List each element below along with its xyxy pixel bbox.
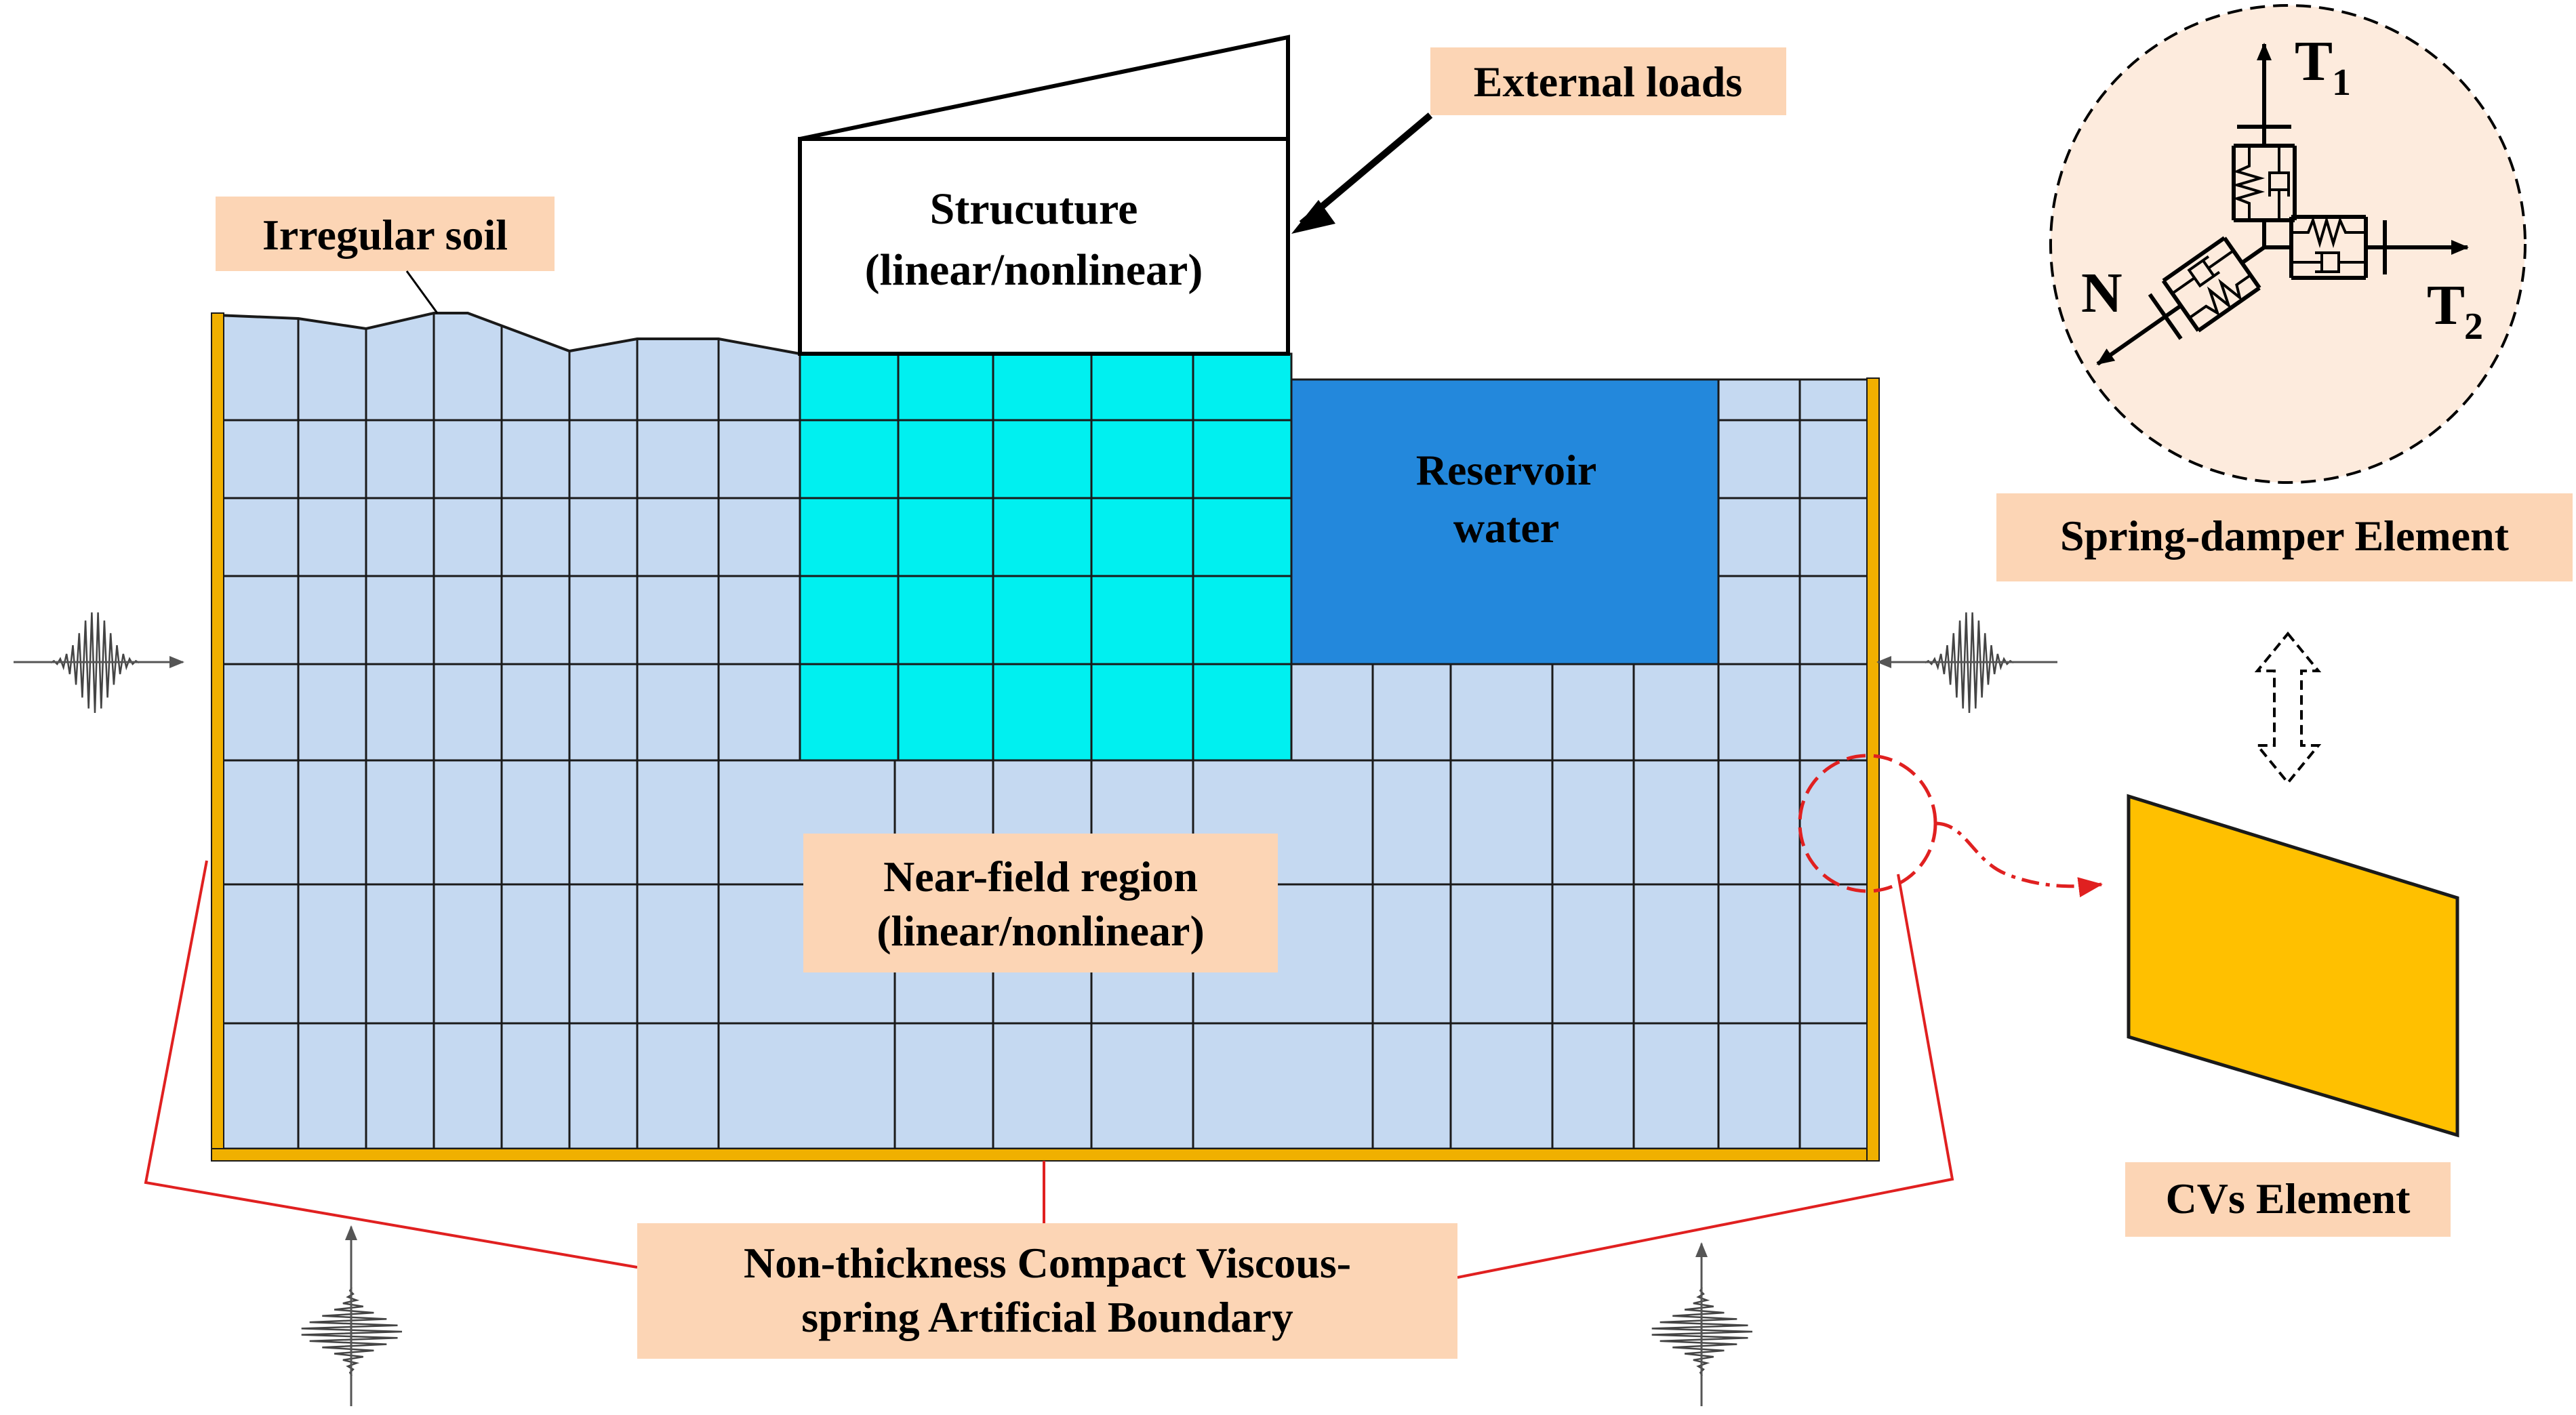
cvs-element-label: CVs Element [2166, 1174, 2411, 1223]
external-loads-arrowhead [1291, 200, 1335, 234]
boundary-label-line1: Non-thickness Compact Viscous- [744, 1239, 1351, 1287]
irregular-soil-leader [405, 270, 439, 314]
foundation-zone-fill [799, 352, 1293, 762]
axis-t2-subscript: 2 [2464, 306, 2483, 348]
axis-t2-letter: T [2427, 274, 2465, 337]
leader-left [144, 860, 638, 1269]
boundary-right [1866, 377, 1880, 1162]
seismic-wave-icon [1651, 1242, 1753, 1406]
irregular-soil-label: Irregular soil [262, 211, 508, 259]
spring-damper-box [1996, 493, 2573, 581]
reservoir-label-line1: Reservoir [1416, 446, 1597, 494]
seismic-wave-trace [1651, 1287, 1753, 1376]
irregular-soil-box [216, 197, 555, 271]
structure-block [798, 137, 1290, 356]
foundation-zone [799, 352, 1293, 762]
foundation-mesh-grid [800, 354, 1291, 760]
spring-damper-unit [2264, 215, 2469, 280]
leader-right [1457, 874, 1954, 1279]
cvs-element-box [2125, 1162, 2451, 1237]
near-field-box [803, 834, 1278, 972]
spring-damper-unit [2232, 43, 2297, 247]
spring-damper-unit [2096, 236, 2266, 366]
seismic-wave-icon [301, 1225, 403, 1406]
boundary-label-line2: spring Artificial Boundary [801, 1293, 1293, 1341]
detail-callout-leader [1935, 821, 2103, 898]
seismic-wave-icon [1876, 612, 2057, 714]
seismic-wave-icon [14, 612, 184, 714]
seismic-wave-trace [301, 1287, 403, 1376]
external-loads-label: External loads [1474, 58, 1742, 106]
spring-damper-circle [2049, 4, 2527, 484]
structure: Strucuture (linear/nonlinear) [798, 35, 1290, 356]
seismic-wave-trace [1925, 612, 2014, 714]
structure-label-line2: (linear/nonlinear) [865, 245, 1203, 295]
axis-n-label: N [2081, 262, 2122, 325]
reservoir-block [1290, 378, 1720, 665]
axis-t1-letter: T [2295, 30, 2333, 93]
external-load-wedge [799, 35, 1290, 141]
boundary-label-box [637, 1223, 1457, 1359]
structure-label-line1: Strucuture [930, 184, 1138, 234]
seismic-wave-trace [50, 612, 140, 714]
axis-t1-subscript: 1 [2332, 62, 2351, 104]
boundary-left [211, 312, 224, 1161]
boundary-bottom [211, 1148, 1880, 1162]
cvs-element-shape [2127, 794, 2459, 1138]
near-field-label-line1: Near-field region [883, 853, 1198, 901]
reservoir-label-line2: water [1453, 504, 1559, 552]
external-loads-box [1430, 47, 1786, 115]
near-field-label-line2: (linear/nonlinear) [877, 907, 1205, 955]
boundary-leaders [144, 860, 1954, 1279]
spring-damper-diagram: T 1 T 2 N [2049, 4, 2527, 484]
spring-damper-label: Spring-damper Element [2060, 512, 2510, 560]
artificial-boundary [211, 312, 1880, 1162]
double-arrow-icon [2254, 631, 2322, 785]
irregular-surface-line [216, 312, 801, 355]
external-loads-arrow [1299, 112, 1433, 226]
